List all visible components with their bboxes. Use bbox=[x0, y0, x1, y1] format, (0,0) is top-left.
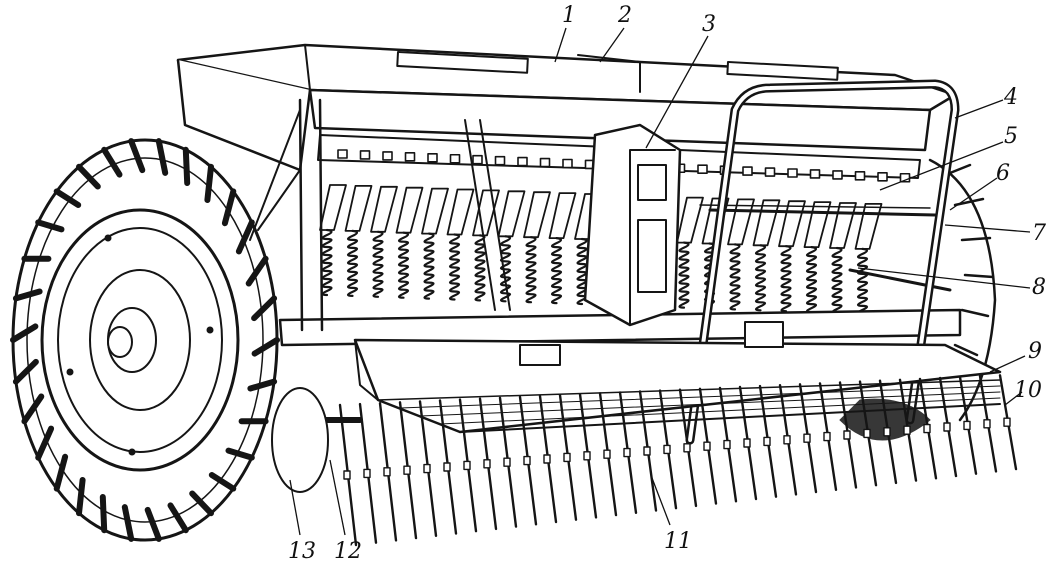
control-box bbox=[583, 123, 682, 327]
right-wheel bbox=[928, 158, 997, 422]
callout-13: 13 bbox=[288, 539, 316, 564]
seed-hopper bbox=[176, 43, 957, 183]
handrail bbox=[685, 79, 960, 445]
callout-11: 11 bbox=[664, 529, 692, 554]
wheel bbox=[10, 138, 280, 542]
callout-5: 5 bbox=[1004, 124, 1018, 149]
callout-1: 1 bbox=[562, 3, 576, 28]
callout-3: 3 bbox=[702, 12, 716, 37]
callout-7: 7 bbox=[1032, 221, 1046, 246]
harrow-tines bbox=[338, 374, 1018, 547]
callout-8: 8 bbox=[1032, 275, 1046, 300]
tire-tread bbox=[10, 138, 280, 542]
frame bbox=[249, 98, 962, 347]
callout-9: 9 bbox=[1028, 339, 1042, 364]
callout-4: 4 bbox=[1003, 85, 1018, 110]
leader-lines bbox=[289, 27, 1031, 536]
callout-12: 12 bbox=[334, 539, 362, 564]
callout-labels: 1 2 3 4 5 6 7 8 9 10 11 12 13 bbox=[288, 3, 1046, 564]
callout-6: 6 bbox=[996, 161, 1010, 186]
callout-10: 10 bbox=[1014, 378, 1042, 403]
callout-2: 2 bbox=[617, 3, 632, 28]
